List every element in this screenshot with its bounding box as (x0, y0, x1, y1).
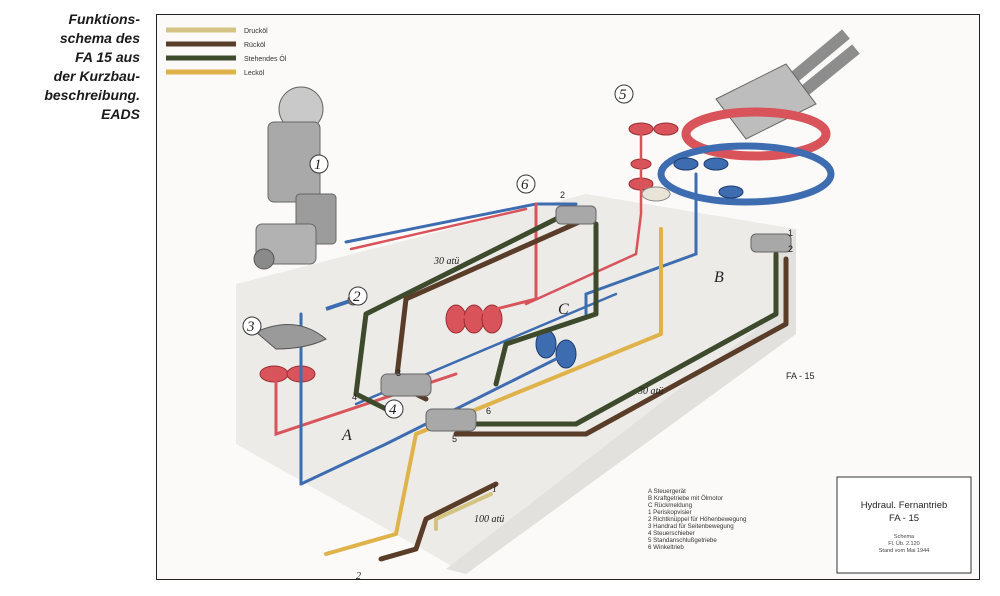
legend-item-leckoel: Lecköl (166, 69, 265, 77)
caption-line: beschreibung. (44, 87, 140, 103)
key-list: A Steuergerät B Kraftgetriebe mit Ölmoto… (648, 488, 747, 551)
small-callout-6: 6 (486, 406, 491, 416)
caption-line: FA 15 aus (75, 49, 140, 65)
inlet-1: 1 (492, 484, 497, 495)
label-A: A (341, 427, 352, 444)
oil-lines (324, 211, 789, 562)
inlet-2: 2 (356, 571, 361, 580)
callouts: 1 2 3 4 5 6 A B C (242, 84, 724, 444)
label-B: B (714, 269, 724, 286)
key-item: 6 Winkeltrieb (648, 544, 684, 551)
small-callout-1r: 1 (788, 228, 793, 238)
key-item: 5 Standanschlußgetriebe (648, 537, 717, 544)
hydraulic-schematic: Drucköl Rücköl Stehendes Öl Lecköl (166, 27, 972, 580)
key-item: C Rückmeldung (648, 502, 693, 509)
label-C: C (558, 301, 569, 318)
title-block-model: FA - 15 (889, 513, 919, 524)
figure-caption: Funktions- schema des FA 15 aus der Kurz… (0, 10, 140, 124)
callout-4: 4 (389, 402, 397, 418)
caption-line: der Kurzbau- (53, 68, 140, 84)
key-item: A Steuergerät (648, 488, 686, 495)
legend-item-druckoel: Drucköl (166, 27, 268, 35)
pressure-100: 100 atü (474, 514, 504, 525)
title-block-sub: Fl. Üb. 2.120 (888, 540, 920, 547)
small-callout-5: 5 (452, 434, 457, 444)
periscope-sight (253, 86, 337, 270)
blue-gear-train (535, 157, 744, 369)
small-callout-2r: 2 (788, 244, 793, 254)
small-callout-3: 3 (396, 368, 401, 378)
caption-line: schema des (59, 30, 140, 46)
fa15-tag: FA - 15 (786, 371, 815, 381)
callout-1: 1 (314, 157, 322, 173)
title-block: Hydraul. Fernantrieb FA - 15 Schema Fl. … (836, 476, 972, 574)
pressure-30-a: 30 atü (433, 256, 459, 267)
callout-6: 6 (521, 177, 529, 193)
gun-mount (657, 29, 860, 206)
white-gear (641, 186, 671, 202)
callout-2: 2 (353, 289, 361, 305)
legend-label: Rücköl (244, 42, 266, 49)
key-item: B Kraftgetriebe mit Ölmotor (648, 495, 723, 502)
legend-label: Stehendes Öl (244, 55, 287, 63)
callout-3: 3 (246, 319, 255, 335)
small-callout-4: 4 (352, 392, 357, 402)
legend-label: Drucköl (244, 28, 268, 35)
pressure-labels: 30 atü 30 atü 100 atü 1 2 FA - 15 (356, 256, 815, 580)
base-block-top (236, 194, 796, 574)
title-block-sub: Schema (894, 534, 915, 540)
legend-label: Lecköl (244, 70, 265, 77)
callout-5: 5 (619, 87, 627, 103)
caption-line: EADS (101, 106, 140, 122)
title-block-title: Hydraul. Fernantrieb (861, 500, 948, 511)
small-callout-2t: 2 (560, 190, 565, 200)
legend: Drucköl Rücköl Stehendes Öl Lecköl (166, 27, 287, 77)
caption-line: Funktions- (68, 11, 140, 27)
control-valves (380, 205, 792, 432)
pressure-30-b: 30 atü (637, 386, 663, 397)
small-callouts: 3 4 5 6 1 2 2 (352, 190, 793, 444)
key-item: 3 Handrad für Seitenbewegung (648, 523, 734, 530)
key-item: 1 Periskopvisier (648, 509, 692, 516)
key-item: 4 Steuerschieber (648, 530, 695, 537)
key-item: 2 Richtknüppel für Höhenbewegung (648, 516, 747, 523)
legend-item-ruckoel: Rücköl (166, 41, 266, 49)
legend-item-stehendes-oel: Stehendes Öl (166, 55, 287, 63)
title-block-sub: Stand vom Mai 1944 (879, 548, 929, 554)
